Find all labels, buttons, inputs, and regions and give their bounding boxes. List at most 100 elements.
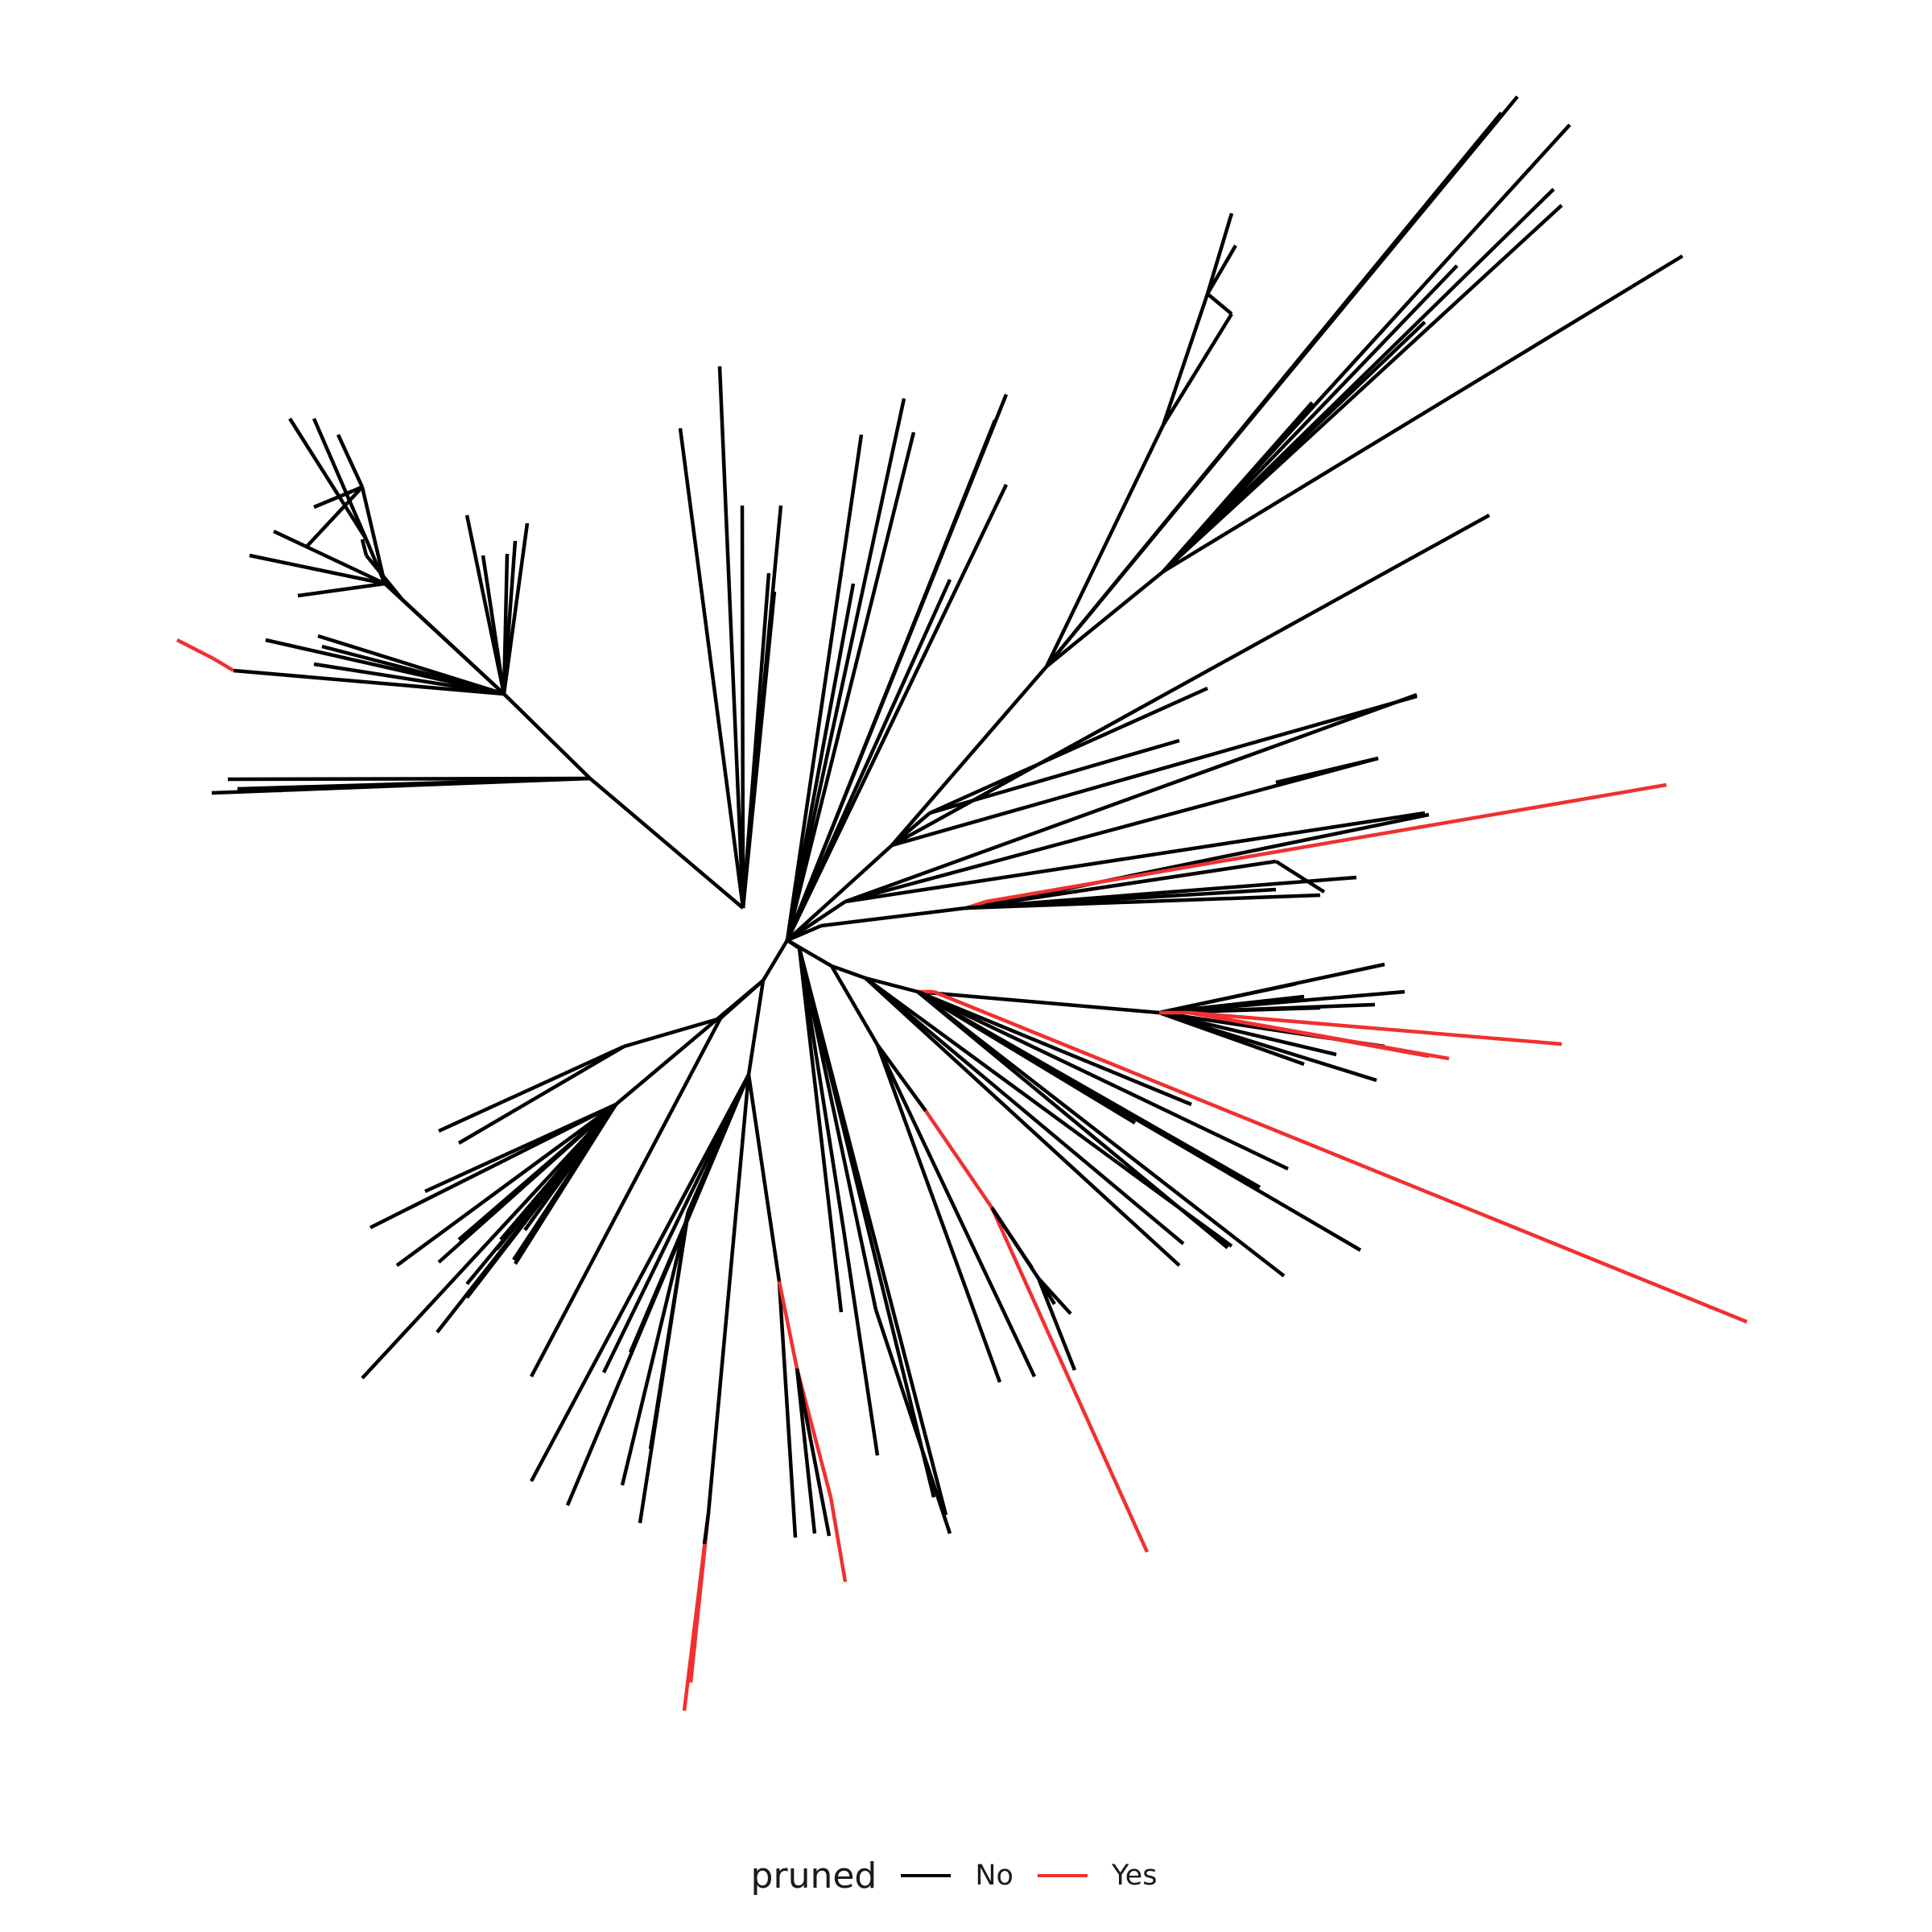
tree-branch-pruned bbox=[175, 638, 215, 661]
tree-branch bbox=[336, 434, 365, 488]
tree-branch bbox=[249, 553, 386, 586]
tree-branch bbox=[623, 1016, 721, 1049]
tree-branch-pruned bbox=[985, 782, 1667, 904]
tree-branch bbox=[502, 553, 510, 695]
tree-branch bbox=[317, 634, 505, 696]
tree-branch bbox=[1161, 293, 1210, 426]
tree-branch bbox=[1162, 264, 1459, 573]
tree-branch bbox=[875, 1044, 1037, 1377]
tree-branch bbox=[628, 1074, 751, 1353]
tree-branch bbox=[1162, 425, 1314, 573]
tree-branch bbox=[864, 976, 1181, 1267]
tree-branch bbox=[891, 694, 1418, 848]
tree-branch bbox=[530, 1073, 750, 1483]
tree-branch bbox=[297, 581, 386, 598]
tree-branch bbox=[233, 668, 505, 696]
legend-label-no: No bbox=[975, 1860, 1013, 1892]
tree-branch bbox=[785, 398, 906, 941]
tree-branch bbox=[1162, 312, 1233, 427]
tree-branch bbox=[1274, 860, 1326, 894]
tree-branch bbox=[917, 989, 1289, 1171]
tree-branch bbox=[512, 1103, 617, 1261]
tree-branch-pruned bbox=[828, 1496, 848, 1583]
tree-branch bbox=[1158, 1010, 1377, 1083]
tree-branch bbox=[797, 947, 936, 1498]
tree-branch bbox=[820, 906, 967, 928]
tree-branch bbox=[786, 923, 822, 943]
tree-branch-pruned bbox=[989, 1207, 1150, 1553]
tree-branch-pruned bbox=[777, 1281, 799, 1369]
tree-branch bbox=[797, 947, 846, 1231]
tree-branch bbox=[785, 431, 916, 941]
tree-branch bbox=[717, 365, 745, 909]
tree-branch bbox=[785, 484, 1009, 941]
tree-branch bbox=[797, 947, 878, 1311]
tree-branch bbox=[360, 486, 387, 584]
legend-key-yes bbox=[1037, 1874, 1088, 1877]
tree-branch bbox=[502, 522, 530, 695]
tree-branch bbox=[401, 598, 506, 696]
tree-branch bbox=[1206, 292, 1233, 316]
tree-branch bbox=[741, 591, 777, 909]
tree-branch bbox=[890, 665, 1048, 847]
tree-branch bbox=[1162, 401, 1314, 573]
tree-branch bbox=[786, 939, 801, 950]
tree-branch bbox=[706, 1074, 751, 1514]
tree-branch bbox=[864, 976, 1233, 1248]
tree-branch bbox=[502, 692, 592, 780]
tree-branch bbox=[916, 990, 1362, 1252]
tree-branch bbox=[990, 1206, 1034, 1269]
tree-branch bbox=[1158, 981, 1297, 1015]
tree-branch-pruned bbox=[212, 657, 235, 672]
tree-branch bbox=[1158, 989, 1406, 1015]
tree-branch-pruned bbox=[924, 1109, 993, 1209]
tree-branch bbox=[620, 1211, 691, 1486]
tree-branch-pruned bbox=[933, 989, 1748, 1324]
tree-branch bbox=[312, 418, 369, 540]
tree-branch bbox=[830, 964, 879, 1046]
tree-branch bbox=[917, 989, 1160, 1015]
tree-branch bbox=[873, 1309, 952, 1534]
tree-branch bbox=[1045, 95, 1519, 668]
tree-branch bbox=[1158, 1010, 1337, 1057]
tree-branch-pruned bbox=[1189, 1010, 1430, 1059]
tree-branch bbox=[237, 786, 283, 793]
tree-branch bbox=[795, 1368, 817, 1534]
tree-branch bbox=[588, 777, 745, 910]
tree-branch bbox=[313, 485, 363, 510]
tree-branch bbox=[965, 887, 1277, 910]
tree-branch bbox=[740, 505, 745, 909]
tree-branch bbox=[864, 976, 1185, 1245]
tree-branch bbox=[304, 485, 364, 549]
tree-branch bbox=[614, 979, 765, 1106]
tree-branch bbox=[785, 419, 997, 941]
tree-branch bbox=[313, 662, 505, 696]
tree-branch bbox=[395, 1103, 617, 1267]
tree-branch bbox=[465, 1103, 617, 1299]
legend-title: pruned bbox=[750, 1855, 877, 1897]
tree-branch bbox=[786, 844, 894, 942]
tree-branch bbox=[361, 1103, 617, 1380]
tree-branch bbox=[831, 964, 866, 980]
tree-branch bbox=[785, 434, 864, 941]
legend-item-no: No bbox=[901, 1860, 1013, 1892]
tree-branch bbox=[844, 692, 1418, 904]
tree-branch bbox=[865, 976, 919, 994]
tree-branch bbox=[438, 1044, 625, 1133]
tree-branch bbox=[530, 1017, 722, 1378]
tree-branch bbox=[841, 1229, 880, 1456]
tree-branch bbox=[1205, 213, 1234, 295]
tree-branch bbox=[875, 1044, 1002, 1383]
tree-branch bbox=[786, 900, 847, 942]
tree-branch bbox=[777, 1281, 798, 1538]
tree-branch bbox=[1206, 244, 1237, 295]
tree-branch bbox=[797, 947, 844, 1313]
tree-branch bbox=[890, 514, 1491, 847]
tree-branch bbox=[916, 990, 1286, 1278]
tree-branch bbox=[917, 989, 1192, 1107]
tree-branch bbox=[601, 1074, 751, 1373]
tree-branch bbox=[1036, 1278, 1077, 1371]
tree-branch bbox=[1275, 756, 1379, 785]
tree-branch bbox=[844, 811, 1426, 904]
